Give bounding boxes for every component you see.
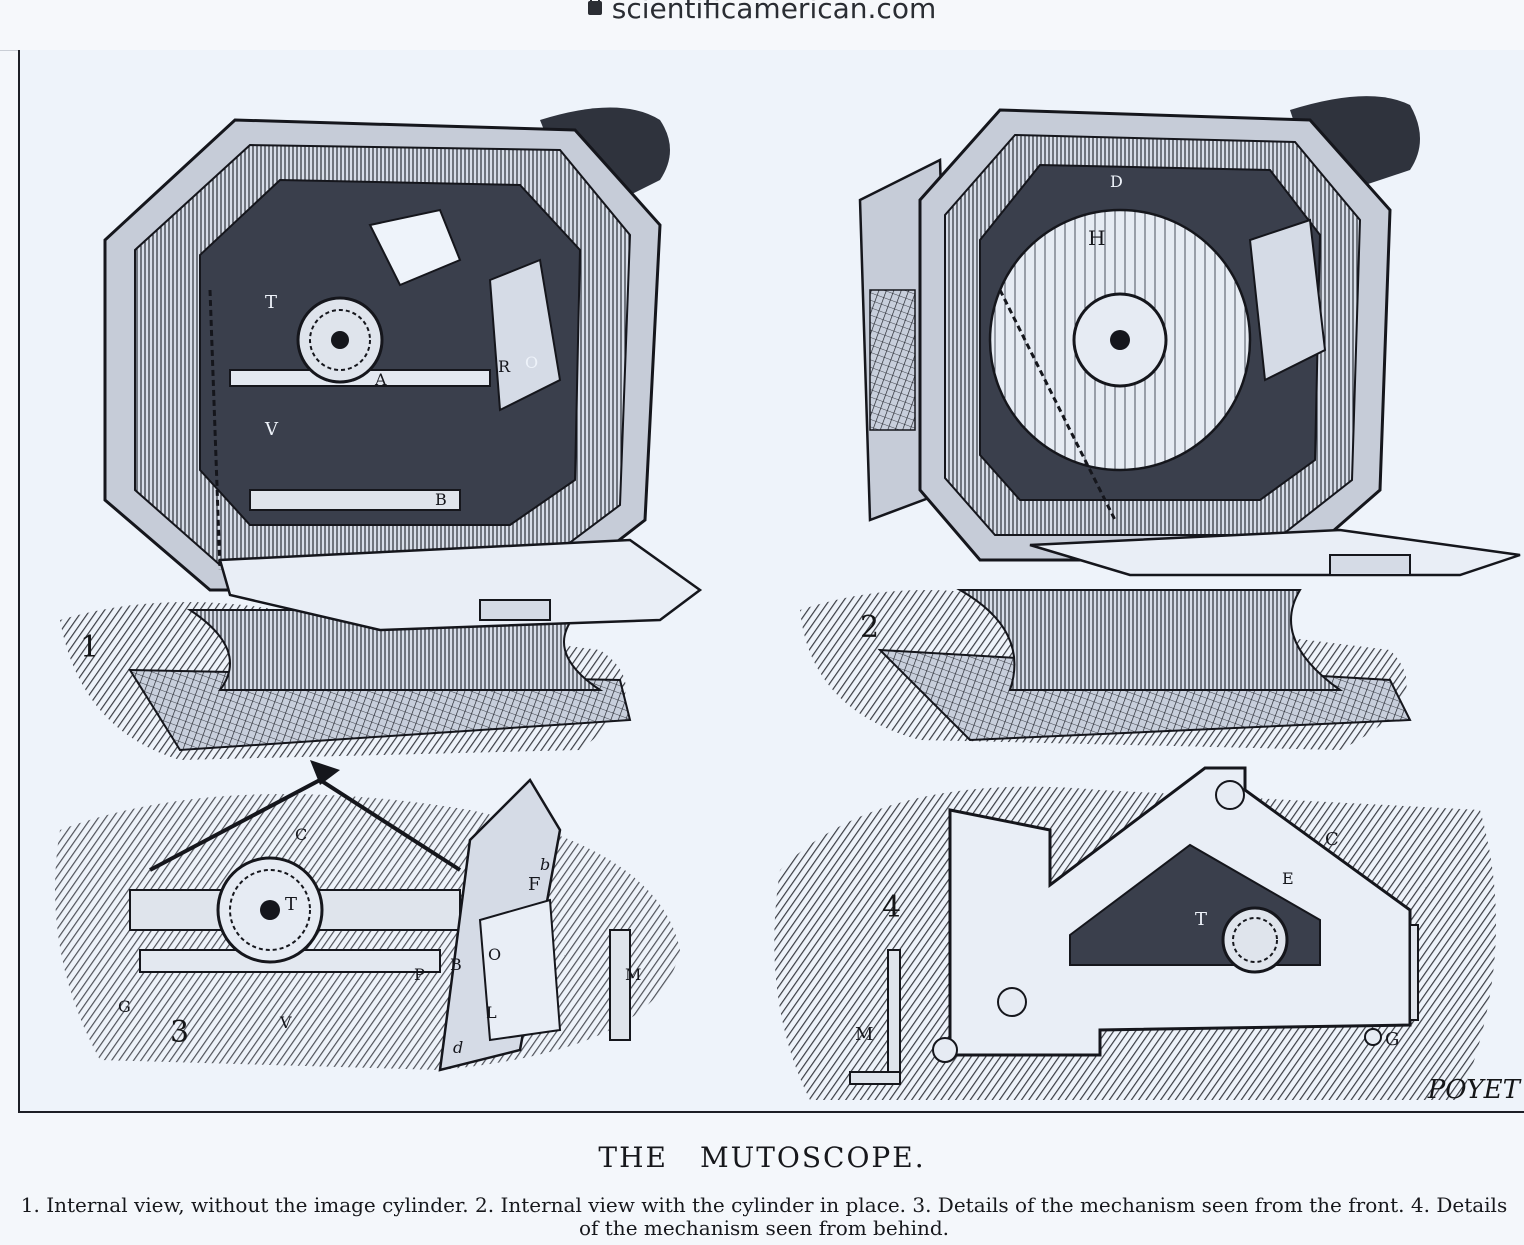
svg-text:C: C	[1325, 829, 1339, 850]
figure-4-drawing: C E T M G	[774, 766, 1496, 1100]
figure-3-number: 3	[170, 1015, 190, 1050]
lock-icon	[587, 0, 602, 15]
svg-text:T: T	[1195, 909, 1207, 930]
svg-text:M: M	[855, 1024, 873, 1045]
svg-text:O: O	[488, 945, 501, 964]
svg-text:H: H	[1088, 226, 1105, 250]
engraving-plate: T A V R O B D H	[18, 50, 1524, 1113]
svg-text:G: G	[118, 997, 131, 1016]
caption-title-word-1: THE	[598, 1141, 668, 1174]
figure-2-drawing: D H	[800, 96, 1521, 750]
svg-text:B: B	[450, 955, 462, 974]
figure-3-drawing: C T F b B O P L M V G d	[55, 760, 680, 1072]
svg-text:O: O	[525, 353, 538, 372]
figure-1-number: 1	[80, 630, 100, 665]
svg-text:d: d	[453, 1038, 463, 1057]
caption-description: 1. Internal view, without the image cyli…	[20, 1193, 1508, 1240]
engraving-illustration: T A V R O B D H	[55, 96, 1521, 1100]
svg-text:M: M	[625, 965, 641, 984]
svg-text:b: b	[540, 855, 550, 874]
figure-1-drawing: T A V R O B	[60, 107, 703, 760]
caption-title: THE MUTOSCOPE.	[0, 1141, 1524, 1174]
figure-4-number: 4	[882, 890, 902, 925]
figure-2-number: 2	[860, 610, 880, 645]
svg-text:C: C	[295, 825, 307, 844]
svg-text:B: B	[435, 490, 447, 509]
svg-text:L: L	[486, 1003, 497, 1022]
svg-text:G: G	[1385, 1029, 1399, 1050]
svg-text:D: D	[1110, 172, 1123, 191]
svg-text:F: F	[528, 874, 541, 895]
svg-text:E: E	[1282, 869, 1294, 888]
svg-text:P: P	[414, 965, 425, 984]
svg-text:T: T	[285, 894, 297, 915]
url-text: scientificamerican.com	[611, 0, 937, 25]
svg-text:R: R	[498, 357, 511, 376]
svg-text:A: A	[374, 370, 387, 389]
svg-text:V: V	[264, 419, 279, 440]
caption-title-word-2: MUTOSCOPE.	[699, 1141, 926, 1174]
engraver-signature: POYET	[1427, 1075, 1520, 1105]
address-bar[interactable]: scientificamerican.com	[0, 0, 1524, 51]
svg-text:T: T	[265, 292, 277, 313]
svg-text:V: V	[279, 1013, 292, 1032]
